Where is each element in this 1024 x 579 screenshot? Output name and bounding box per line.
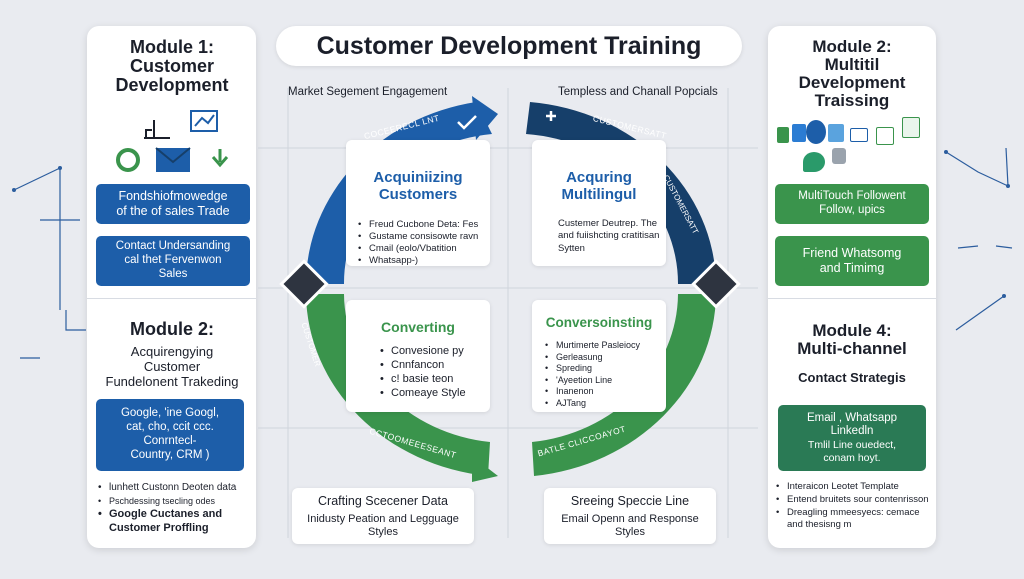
bottom-card-sreeing: Sreeing Speccie Line Email Openn and Res… [544,488,716,544]
module1-title: Module 1: Customer Development [115,37,229,95]
left-panel-divider [87,298,256,299]
chart-board-icon [190,110,218,132]
ring-arrowhead-bottom [472,456,498,482]
right-decor-lines [944,147,1013,331]
q3-bullets: Convesione py Cnnfancon c! basie teon Co… [380,344,466,400]
ring-arrowhead-top [472,96,498,140]
module4-subtitle: Contact Strategis [798,370,906,385]
app-icon-blue [792,124,806,142]
circle-icon [116,148,140,172]
q1-bullets: Freud Cucbone Deta: Fes Gustame consisow… [358,219,478,268]
robot-icon [832,148,846,164]
q1-title: Acquiniizing Customers [373,169,463,203]
quadrant-acquiring-multilingual [532,140,666,266]
module4-bullets: Interaicon Leotet Template Entend bruite… [776,481,934,532]
module2-right-title: Module 2: Multitil Development Traissing [798,37,906,110]
q3-title: Converting [381,319,455,335]
subhead-market-segment: Market Segement Engagement [288,86,448,98]
chat-bubble-icon [803,152,825,172]
page-title: Customer Development Training [276,26,742,66]
desk-icon [144,120,170,139]
module2-right-box-whatsapp: Friend Whatsomg and Timimg [775,236,929,286]
plus-icon [546,111,556,121]
ring-node-right [691,259,741,309]
module2-right-box-followup: MultiTouch Followent Follow, upics [775,184,929,224]
q2-text: Custemer Deutrep. The and fuiishcting cr… [558,218,660,254]
ring-arc-top-right [526,102,716,284]
calendar-icon [876,127,894,145]
left-decor-lines [12,166,86,359]
download-arrow-icon [211,149,229,168]
right-panel-divider [768,298,936,299]
bottom-card-crafting: Crafting Scecener Data Inidusty Peation … [292,488,474,544]
ring-arc-bottom-right [532,294,716,476]
center-grid-lines [258,88,758,538]
sheet-icon [902,117,920,138]
app-icon-cloud [828,124,844,142]
module2-left-box: Google, 'ine Googl, cat, cho, ccit ccc. … [96,399,244,471]
subhead-templates-channel: Templess and Chanall Popcials [558,86,718,98]
module2-left-subtitle: Acquirengying Customer Fundelonent Trake… [105,344,239,389]
module2-left-title: Module 2: [130,319,214,339]
module1-box-contact: Contact Undersanding cal thet Fervenwon … [96,236,250,286]
envelope-icon [155,147,191,172]
app-icon-p [806,120,826,144]
ring-node-left [279,259,329,309]
app-icon-green [777,127,789,143]
q2-title: Acquring Multilingul [561,169,637,203]
mail-icon [850,128,868,142]
module2-left-bullets: lunhett Custonn Deoten data Pschdessing … [98,481,254,536]
q4-bullets: Murtimerte Pasleiocy Gerleasung Spreding… [545,340,640,409]
check-icon [457,115,477,130]
q4-title: Conversoinsting [545,315,653,330]
module4-box: Email , Whatsapp Linkedln Tmlil Line oue… [778,405,926,471]
module1-box-foundation: Fondshiofmowedge of the of sales Trade [96,184,250,224]
module4-title: Module 4: Multi-channel [797,321,907,358]
